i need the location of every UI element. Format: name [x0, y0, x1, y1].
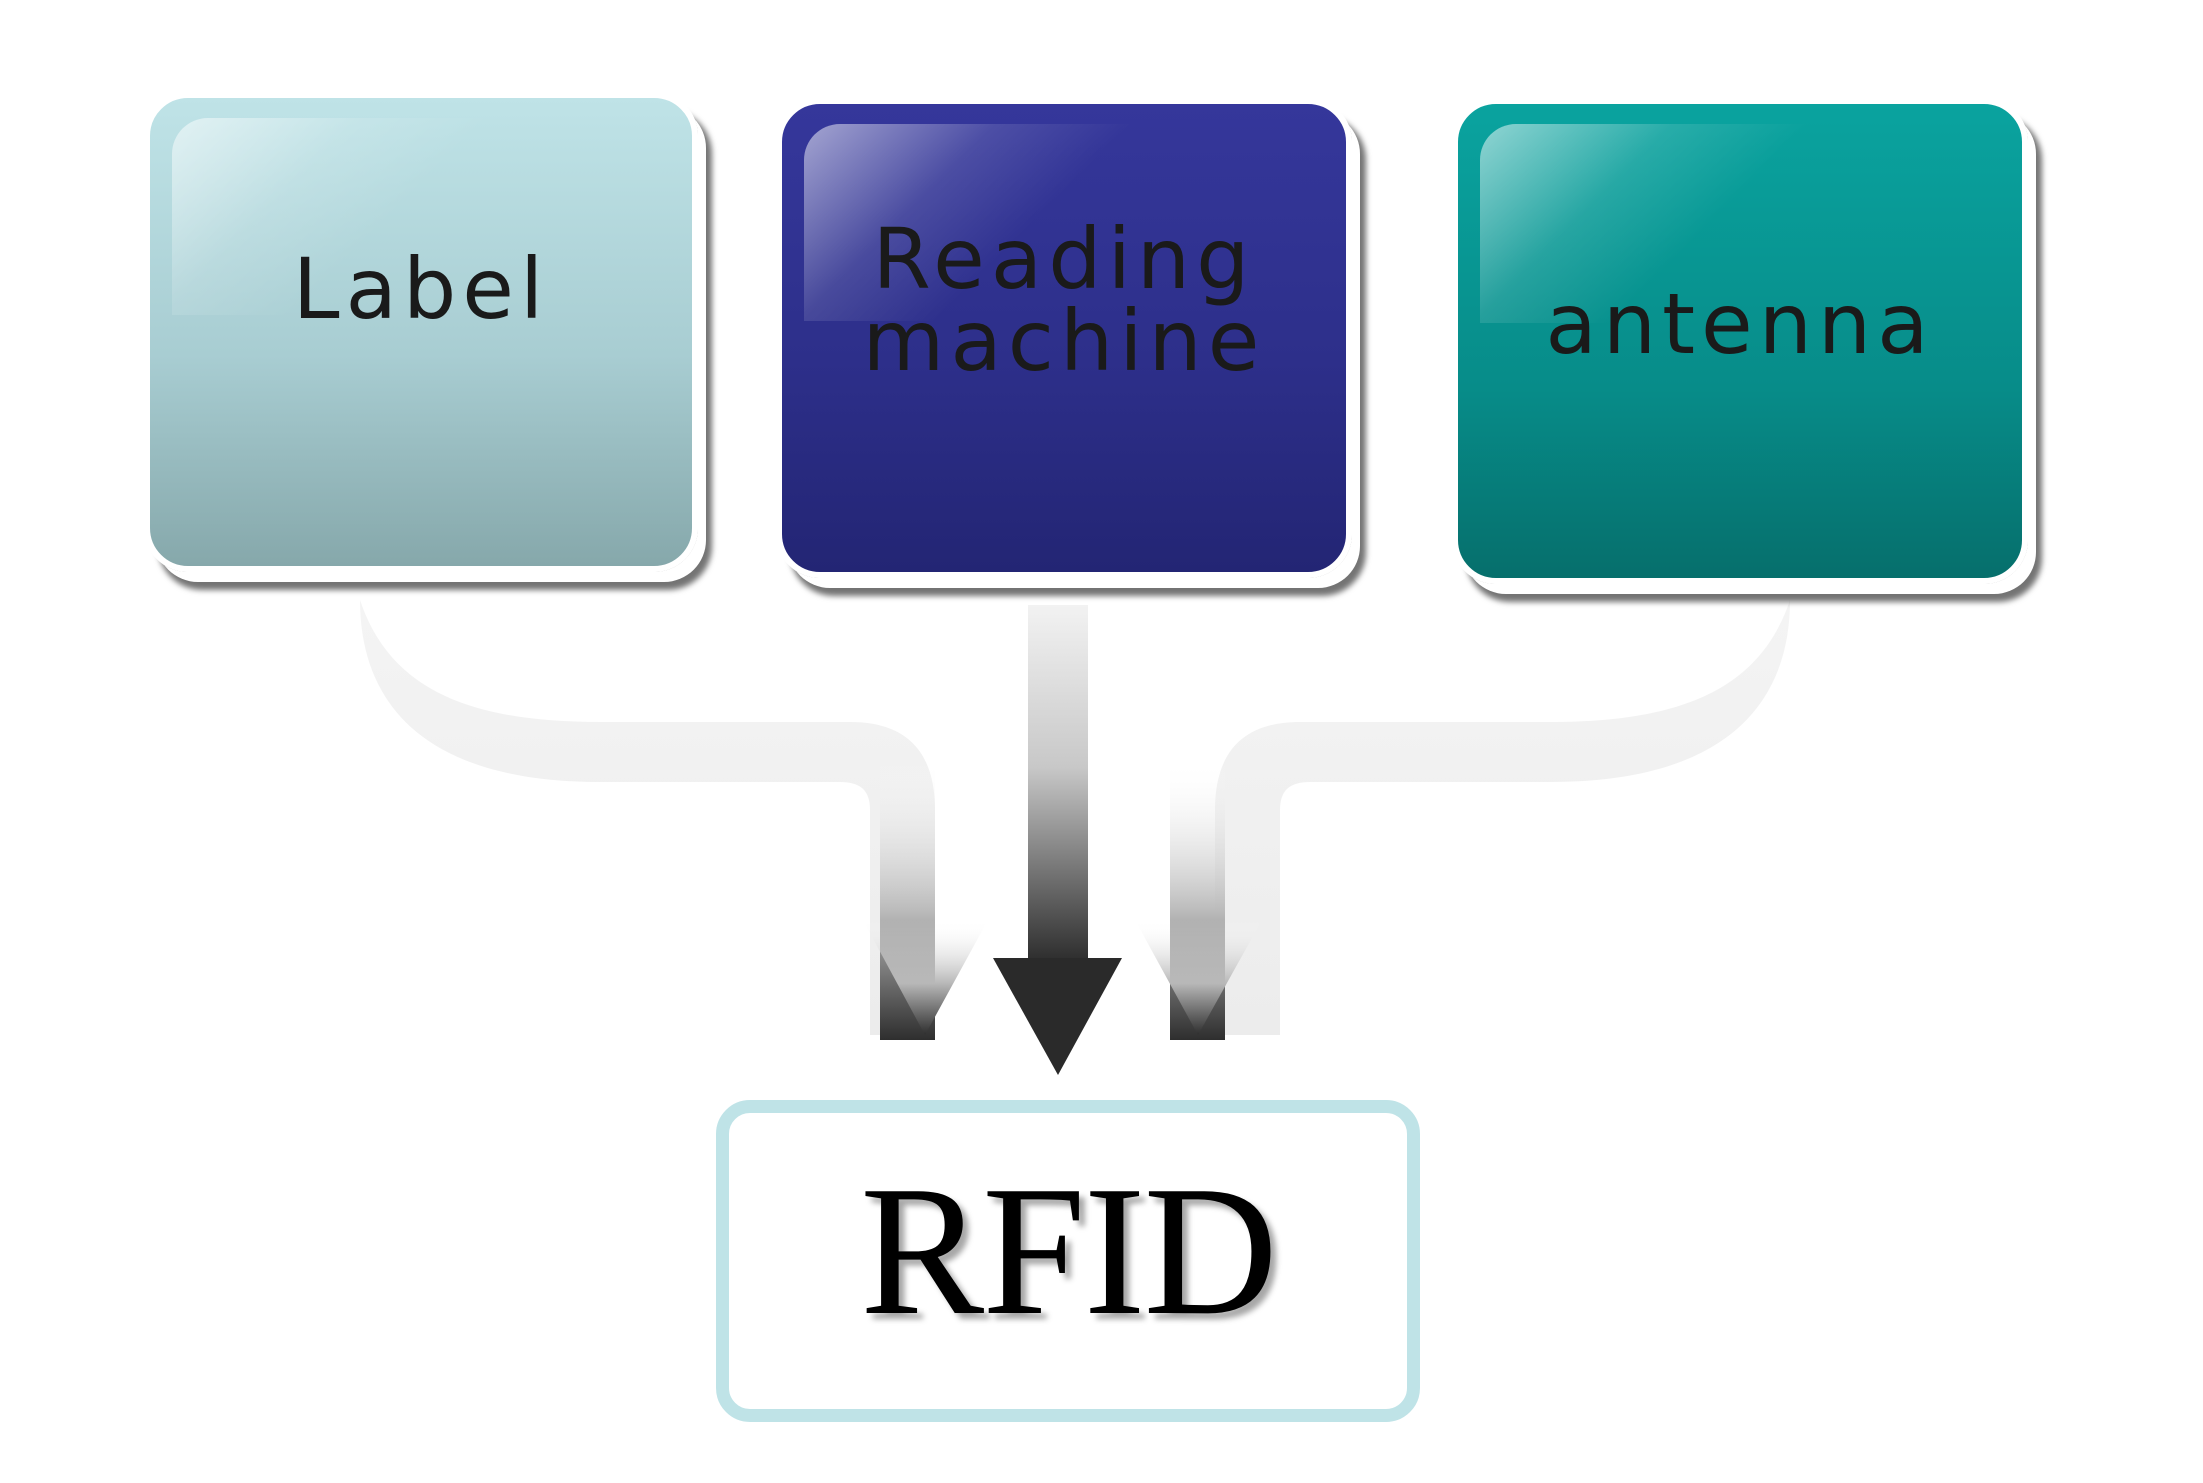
antenna-box: antenna — [1452, 98, 2028, 584]
reading-machine-box: Reading machine — [776, 98, 1352, 578]
label-box: Label — [144, 92, 698, 572]
rfid-box-text: RFID — [860, 1148, 1278, 1354]
arrow-from-reader-head — [993, 958, 1122, 1075]
arrow-from-label-head — [863, 920, 988, 1035]
antenna-box-text: antenna — [1545, 275, 1935, 373]
arrow-from-antenna — [1215, 600, 1790, 1035]
rfid-box: RFID — [716, 1100, 1420, 1422]
label-box-text: Label — [292, 240, 550, 338]
arrow-from-reader-shaft — [1028, 605, 1088, 965]
reading-machine-box-text: Reading machine — [862, 210, 1266, 390]
arrow-from-antenna-head — [1135, 920, 1262, 1035]
arrow-from-label — [360, 600, 935, 1035]
